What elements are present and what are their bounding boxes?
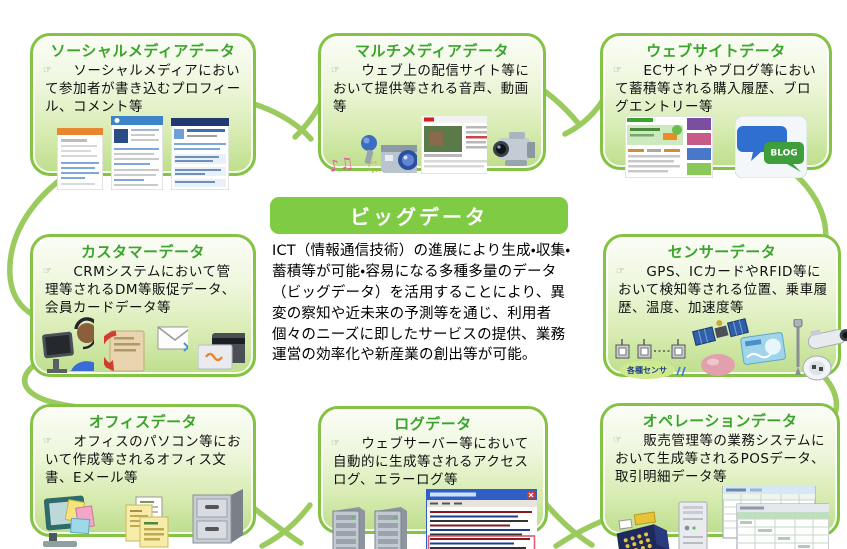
icon-row: 各種センサ (614, 317, 847, 383)
box-title: オフィスデータ (88, 413, 198, 431)
box-description: 販売管理等の業務システムにおいて生成等されるPOSデータ、取引明細データ等 (615, 433, 826, 485)
box-body: ☞ ウェブ上の配信サイト等において提供等される音声、動画等 (329, 63, 535, 116)
pointer-marker-icon: ☞ (43, 436, 52, 447)
pole-sensor-icon (793, 319, 803, 376)
sns-timeline-screenshot-icon (111, 116, 163, 191)
ic-card-icon (740, 332, 786, 366)
icon-row (41, 487, 245, 549)
icon-row: BLOG (611, 116, 821, 179)
direct-mail-icon (104, 330, 145, 372)
central-title-banner: ビッグデータ (270, 197, 568, 234)
ec-site-screenshot-icon (625, 116, 713, 179)
loop-arc-bottom-left-a (259, 502, 313, 549)
pointer-marker-icon: ☞ (331, 438, 340, 449)
comment-page-screenshot-icon (171, 118, 229, 191)
digital-camera-icon (380, 145, 418, 174)
music-notes-icon: ♪♫ (327, 153, 356, 177)
box-description: ソーシャルメディアにおいて参加者が書き込むプロフィール、コメント等 (45, 63, 241, 115)
rfid-tag-icon (701, 354, 735, 377)
envelope-icon (157, 326, 189, 353)
box-body: ☞ 販売管理等の業務システムにおいて生成等されるPOSデータ、取引明細データ等 (611, 433, 829, 486)
box-body: ☞ CRMシステムにおいて管理等されるDM等販促データ、会員カードデータ等 (41, 264, 245, 317)
pointer-marker-icon: ☞ (43, 266, 52, 277)
icon-row: ♪♫ (327, 116, 535, 177)
video-site-screenshot-icon (421, 116, 488, 175)
blog-bubbles-icon: BLOG (735, 116, 807, 179)
icon-row (329, 489, 537, 549)
loop-arc-bottom-right-a (542, 500, 595, 548)
camcorder-icon (493, 132, 535, 167)
box-body: ☞ ウェブサーバー等において自動的に生成等されるアクセスログ、エラーログ等 (329, 436, 537, 489)
blog-label: BLOG (770, 149, 797, 159)
icon-row (611, 486, 830, 549)
category-box-customer: カスタマーデータ ☞ CRMシステムにおいて管理等されるDM等販促データ、会員カ… (30, 234, 256, 377)
box-description: ウェブ上の配信サイト等において提供等される音声、動画等 (333, 63, 530, 115)
box-title: マルチメディアデータ (355, 42, 509, 60)
category-box-social-media: ソーシャルメディアデータ ☞ ソーシャルメディアにおいて参加者が書き込むプロフィ… (30, 33, 256, 191)
icon-row (41, 317, 245, 375)
box-body: ☞ GPS、ICカードやRFID等において検知等される位置、乗車履歴、温度、加速… (614, 264, 830, 317)
microphone-icon (360, 135, 377, 174)
box-description: ウェブサーバー等において自動的に生成等されるアクセスログ、エラーログ等 (333, 436, 529, 488)
category-box-office: オフィスデータ ☞ オフィスのパソコン等において作成等されるオフィス文書、Eメー… (30, 404, 256, 548)
box-title: センサーデータ (667, 243, 777, 261)
pc-tower-icon (678, 501, 708, 549)
file-cabinet-icon (192, 489, 243, 544)
pointer-marker-icon: ☞ (613, 435, 622, 446)
box-description: GPS、ICカードやRFID等において検知等される位置、乗車履歴、温度、加速度等 (618, 264, 828, 316)
box-body: ☞ ECサイトやブログ等において蓄積等される購入履歴、ブログエントリー等 (611, 63, 821, 116)
box-body: ☞ オフィスのパソコン等において作成等されるオフィス文書、Eメール等 (41, 434, 245, 487)
log-window-screenshot-icon (426, 489, 537, 549)
sensor-icon-cluster: 各種センサ (614, 317, 847, 383)
pointer-marker-icon: ☞ (331, 65, 340, 76)
smoke-detector-icon (802, 355, 832, 381)
call-operator-icon (42, 317, 95, 374)
spreadsheet-screenshots-icon (722, 486, 830, 549)
server-towers-icon (332, 507, 407, 549)
box-description: CRMシステムにおいて管理等されるDM等販促データ、会員カードデータ等 (45, 264, 236, 316)
category-box-sensor: センサーデータ ☞ GPS、ICカードやRFID等において検知等される位置、乗車… (603, 234, 847, 381)
category-box-multimedia: マルチメディアデータ ☞ ウェブ上の配信サイト等において提供等される音声、動画等… (318, 33, 546, 177)
pointer-marker-icon: ☞ (613, 65, 622, 76)
icon-row (41, 116, 245, 191)
category-box-log: ログデータ ☞ ウェブサーバー等において自動的に生成等されるアクセスログ、エラー… (318, 406, 548, 549)
box-title: ソーシャルメディアデータ (50, 42, 236, 60)
category-box-operation: オペレーションデータ ☞ 販売管理等の業務システムにおいて生成等されるPOSデー… (600, 403, 840, 549)
sensor-cluster-label: 各種センサ (626, 365, 667, 375)
pointer-marker-icon: ☞ (616, 266, 625, 277)
box-title: ログデータ (394, 415, 472, 433)
category-box-website: ウェブサイトデータ ☞ ECサイトやブログ等において蓄積等される購入履歴、ブログ… (600, 33, 832, 179)
office-pc-icon (43, 496, 95, 548)
pointer-marker-icon: ☞ (43, 65, 52, 76)
loop-arc-left-upper (7, 157, 95, 325)
box-title: ウェブサイトデータ (646, 42, 786, 60)
central-description: ICT（情報通信技術）の進展により生成・収集・蓄積等が可能・容易になる多種多量の… (272, 243, 571, 364)
document-stack-icon (125, 496, 169, 548)
pos-register-icon (616, 511, 670, 549)
box-title: オペレーションデータ (642, 412, 798, 430)
box-body: ☞ ソーシャルメディアにおいて参加者が書き込むプロフィール、コメント等 (41, 63, 245, 116)
satellite-icon (692, 318, 750, 347)
box-description: オフィスのパソコン等において作成等されるオフィス文書、Eメール等 (45, 434, 242, 486)
box-title: カスタマーデータ (80, 243, 205, 261)
security-camera-icon (807, 329, 847, 350)
box-description: ECサイトやブログ等において蓄積等される購入履歴、ブログエントリー等 (615, 63, 817, 115)
sensor-network-icon: 各種センサ (615, 339, 686, 380)
member-card-icon (198, 333, 245, 370)
profile-page-screenshot-icon (57, 128, 103, 191)
